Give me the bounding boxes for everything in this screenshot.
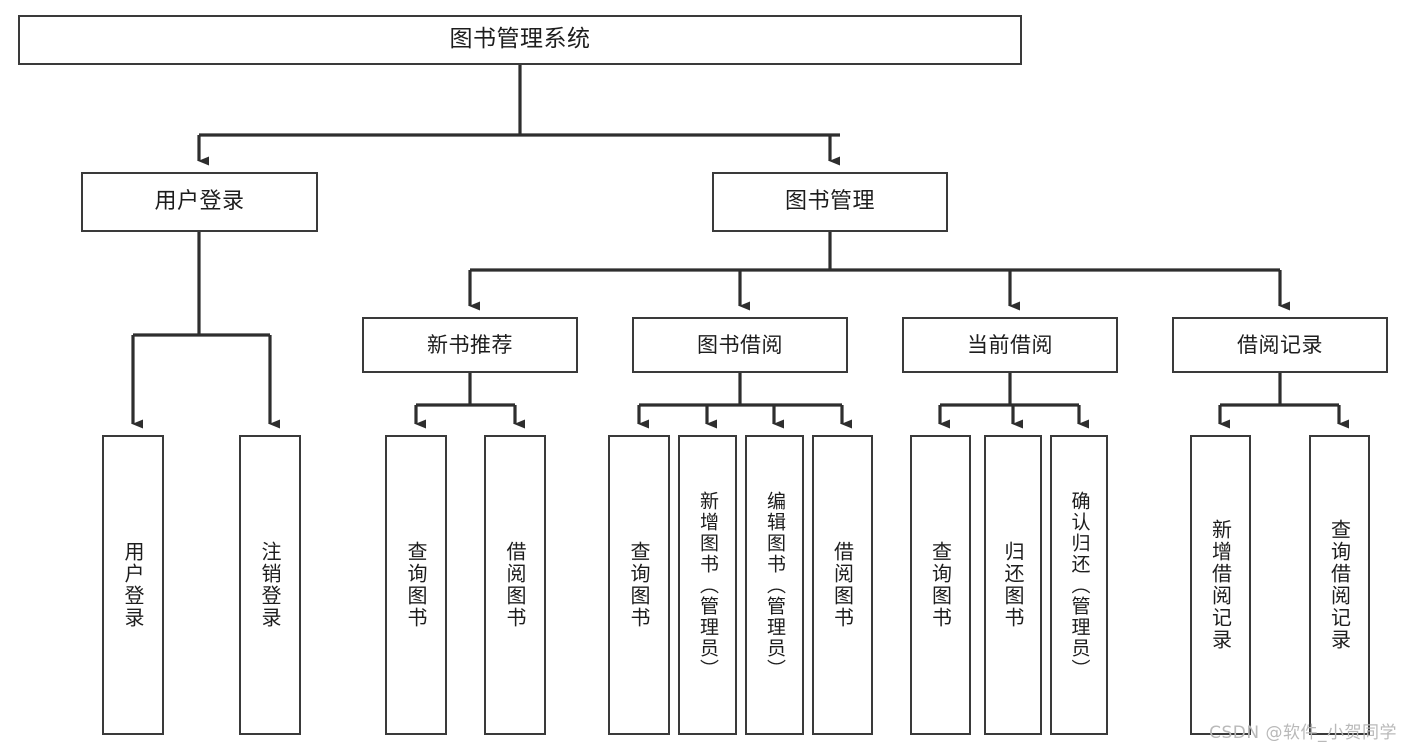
node-current-borrow[interactable]: 当前借阅 (902, 317, 1118, 373)
node-user-login[interactable]: 用户登录 (81, 172, 318, 232)
leaf-user-login-label: 用户登录 (121, 541, 145, 629)
node-user-login-label: 用户登录 (154, 189, 245, 215)
leaf-edit-book-admin-label: 编辑图书（管理员） (764, 490, 786, 680)
leaf-newbook-query-books-label: 查询图书 (404, 541, 428, 629)
leaf-borrow-books[interactable]: 借阅图书 (812, 435, 873, 735)
leaf-return-books[interactable]: 归还图书 (984, 435, 1042, 735)
leaf-borrow-query-books-label: 查询图书 (627, 541, 651, 629)
node-current-borrow-label: 当前借阅 (967, 332, 1053, 357)
leaf-borrow-books-label: 借阅图书 (830, 541, 855, 629)
node-root[interactable]: 图书管理系统 (18, 15, 1022, 65)
leaf-logout[interactable]: 注销登录 (239, 435, 301, 735)
node-book-borrow[interactable]: 图书借阅 (632, 317, 848, 373)
leaf-newbook-query-books[interactable]: 查询图书 (385, 435, 447, 735)
node-new-book-recommend-label: 新书推荐 (427, 332, 513, 357)
leaf-add-borrow-record[interactable]: 新增借阅记录 (1190, 435, 1251, 735)
leaf-edit-book-admin[interactable]: 编辑图书（管理员） (745, 435, 804, 735)
leaf-newbook-borrow-books-label: 借阅图书 (503, 541, 527, 629)
node-borrow-record-label: 借阅记录 (1237, 332, 1323, 357)
leaf-add-borrow-record-label: 新增借阅记录 (1208, 519, 1233, 651)
leaf-current-query-books[interactable]: 查询图书 (910, 435, 971, 735)
leaf-newbook-borrow-books[interactable]: 借阅图书 (484, 435, 546, 735)
node-book-management[interactable]: 图书管理 (712, 172, 948, 232)
leaf-confirm-return-admin-label: 确认归还（管理员） (1068, 490, 1091, 680)
leaf-logout-label: 注销登录 (258, 541, 282, 629)
leaf-add-book-admin[interactable]: 新增图书（管理员） (678, 435, 737, 735)
node-book-borrow-label: 图书借阅 (697, 332, 783, 357)
leaf-query-borrow-record-label: 查询借阅记录 (1327, 519, 1352, 651)
leaf-borrow-query-books[interactable]: 查询图书 (608, 435, 670, 735)
node-new-book-recommend[interactable]: 新书推荐 (362, 317, 578, 373)
leaf-user-login[interactable]: 用户登录 (102, 435, 164, 735)
node-book-management-label: 图书管理 (784, 189, 875, 215)
leaf-current-query-books-label: 查询图书 (928, 541, 953, 629)
leaf-return-books-label: 归还图书 (1001, 541, 1025, 629)
watermark-text: CSDN @软件_小贺同学 (1209, 723, 1397, 743)
node-borrow-record[interactable]: 借阅记录 (1172, 317, 1388, 373)
leaf-add-book-admin-label: 新增图书（管理员） (697, 490, 719, 680)
leaf-confirm-return-admin[interactable]: 确认归还（管理员） (1050, 435, 1108, 735)
leaf-query-borrow-record[interactable]: 查询借阅记录 (1309, 435, 1370, 735)
node-root-label: 图书管理系统 (449, 26, 591, 53)
